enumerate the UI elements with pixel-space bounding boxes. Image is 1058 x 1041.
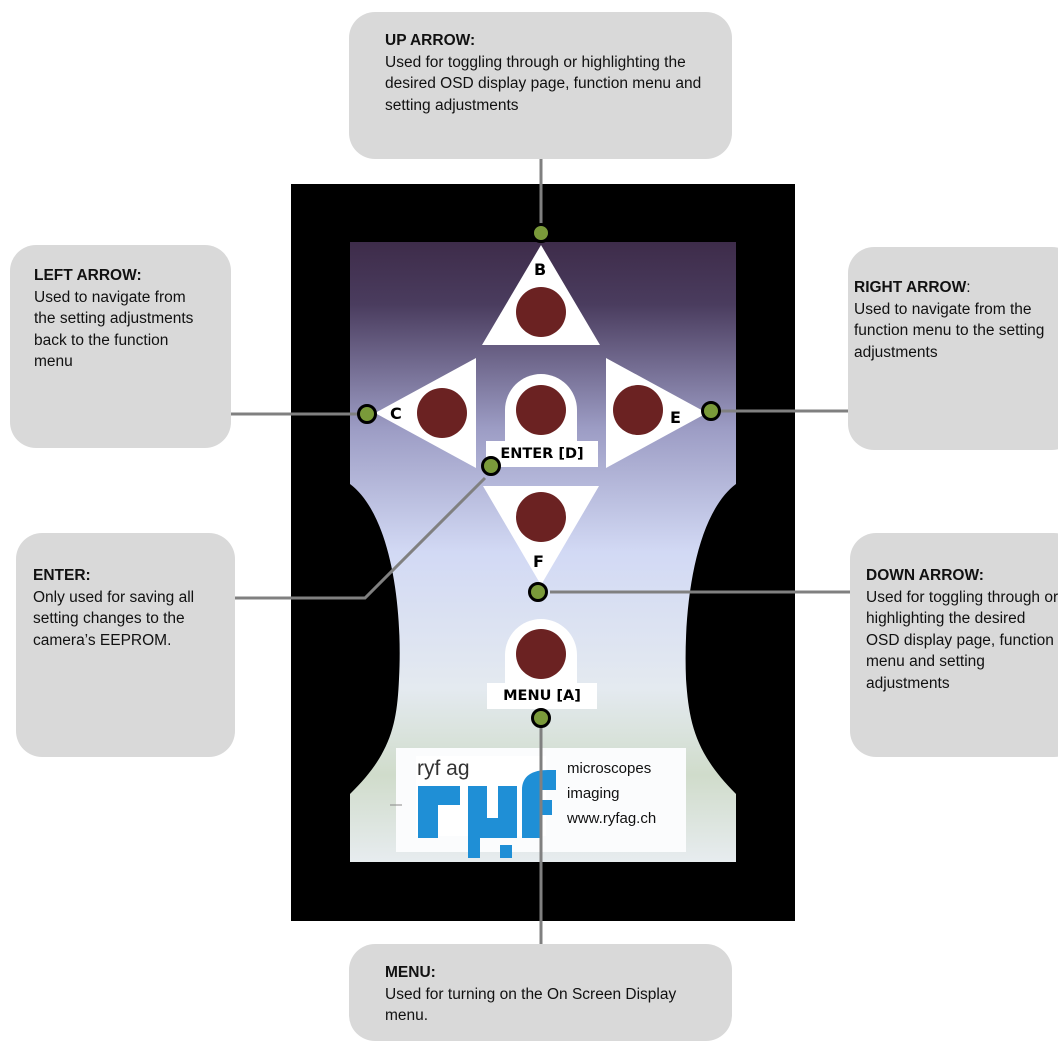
menu-button-dot — [516, 629, 566, 679]
left-button-letter: C — [390, 404, 402, 423]
up-button-letter: B — [534, 260, 547, 279]
callout-down-title: DOWN ARROW: — [866, 567, 984, 584]
callout-menu-title: MENU: — [385, 964, 436, 981]
callout-enter: ENTER: Only used for saving all setting … — [16, 533, 235, 757]
down-button-letter: F — [533, 552, 544, 571]
callout-up-desc: Used for toggling through or highlightin… — [385, 53, 702, 114]
callout-enter-title: ENTER: — [33, 567, 91, 584]
callout-left-title: LEFT ARROW: — [34, 267, 142, 284]
callout-right-desc: Used to navigate from the function menu … — [854, 300, 1045, 361]
logo-line-1: microscopes — [567, 760, 652, 777]
ryf-logo-wordmark: ryf ag — [417, 757, 470, 780]
enter-button-dot — [516, 385, 566, 435]
logo-line-3: www.ryfag.ch — [567, 810, 657, 827]
callout-down-desc: Used for toggling through or highlightin… — [866, 588, 1058, 692]
callout-down-arrow: DOWN ARROW: Used for toggling through or… — [850, 533, 1058, 757]
down-button-dot — [516, 492, 566, 542]
callout-menu-desc: Used for turning on the On Screen Displa… — [385, 985, 677, 1025]
callout-enter-desc: Only used for saving all setting changes… — [33, 588, 195, 649]
callout-right-arrow: RIGHT ARROW: Used to navigate from the f… — [848, 247, 1058, 450]
callout-left-desc: Used to navigate from the setting adjust… — [34, 288, 194, 371]
callout-left-arrow: LEFT ARROW: Used to navigate from the se… — [10, 245, 231, 448]
menu-tag: MENU [A] — [487, 683, 597, 709]
right-button-dot — [613, 385, 663, 435]
callout-up-title: UP ARROW: — [385, 32, 476, 49]
callout-up-arrow: UP ARROW: Used for toggling through or h… — [349, 12, 732, 159]
right-button-letter: E — [670, 408, 681, 427]
up-button-dot — [516, 287, 566, 337]
callout-right-title: RIGHT ARROW: — [854, 279, 971, 296]
callout-menu: MENU: Used for turning on the On Screen … — [349, 944, 732, 1041]
left-button-dot — [417, 388, 467, 438]
logo-line-2: imaging — [567, 785, 620, 802]
enter-tag: ENTER [D] — [486, 441, 598, 467]
